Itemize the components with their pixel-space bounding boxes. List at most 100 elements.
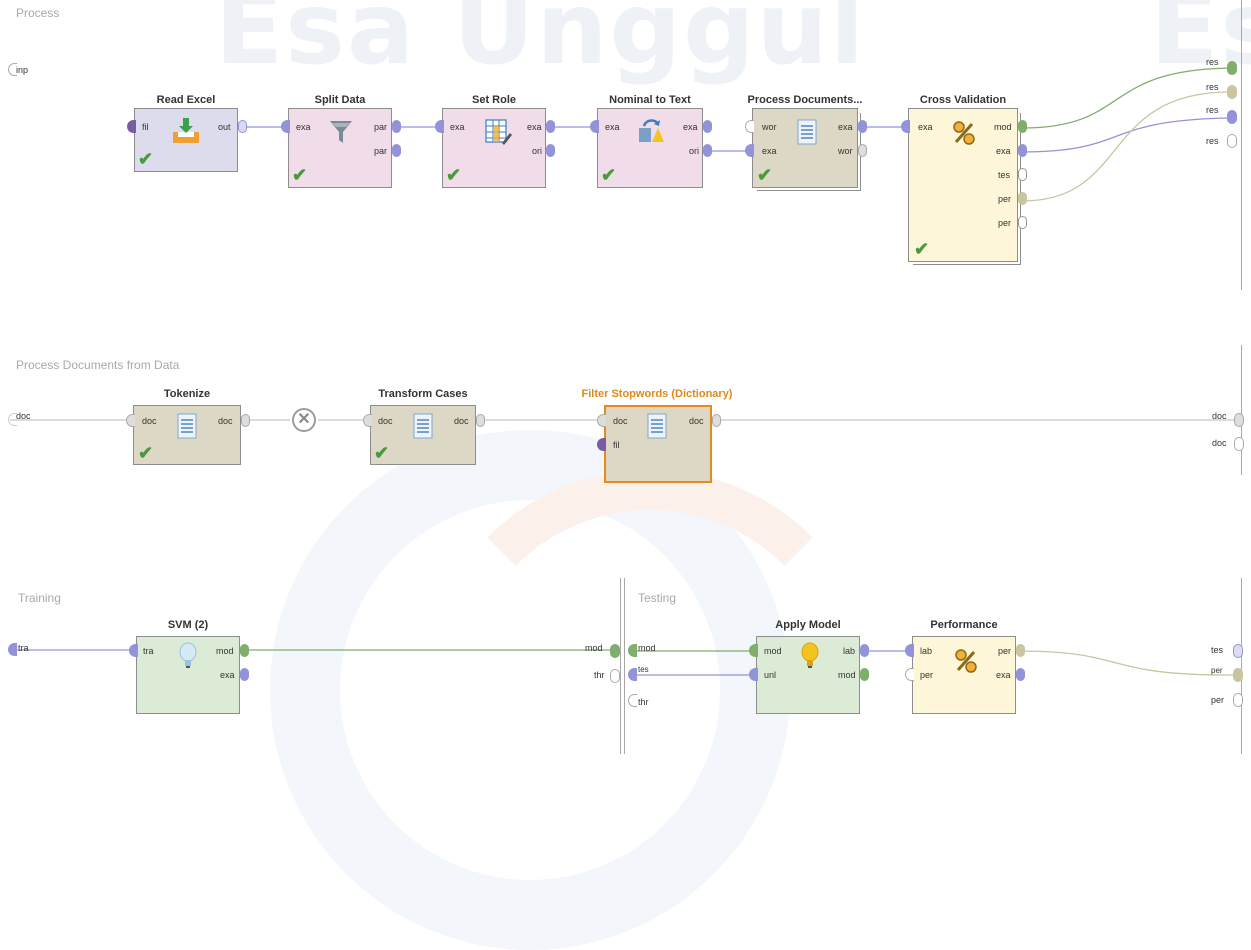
operator-performance[interactable]	[912, 636, 1016, 714]
port-svm-exa[interactable]	[240, 668, 249, 681]
port-tokenize-doc[interactable]	[126, 414, 135, 427]
port-process-documents-wor-out[interactable]	[858, 144, 867, 157]
port-label: par	[374, 122, 388, 132]
port-filter-stopwords-doc-out[interactable]	[712, 414, 721, 427]
testing-input-port-label: mod	[638, 643, 656, 653]
port-apply-model-mod[interactable]	[749, 644, 758, 657]
port-cross-validation-per-2[interactable]	[1018, 216, 1027, 229]
port-cross-validation-tes[interactable]	[1018, 168, 1027, 181]
port-label: exa	[683, 122, 698, 132]
training-input-port[interactable]	[8, 643, 17, 656]
training-output-port-mod[interactable]	[610, 644, 620, 658]
port-label: ori	[532, 146, 543, 156]
port-label: exa	[918, 122, 933, 132]
port-transform-cases-doc[interactable]	[363, 414, 372, 427]
result-port-label: res	[1206, 57, 1219, 67]
port-label: exa	[762, 146, 777, 156]
port-process-documents-exa-out[interactable]	[858, 120, 867, 133]
port-process-documents-exa[interactable]	[745, 144, 754, 157]
result-port-1[interactable]	[1227, 61, 1237, 75]
port-nominal-to-text-exa-out[interactable]	[703, 120, 712, 133]
testing-input-port-thr[interactable]	[628, 694, 637, 707]
subprocess-input-port-label: doc	[16, 411, 31, 421]
port-nominal-to-text-exa[interactable]	[590, 120, 599, 133]
training-testing-divider	[620, 578, 621, 754]
port-filter-stopwords-fil[interactable]	[597, 438, 606, 451]
port-label: exa	[605, 122, 620, 132]
subprocess-input-port[interactable]	[8, 413, 17, 426]
operator-title-cross-validation: Cross Validation	[919, 94, 1007, 106]
port-performance-per[interactable]	[905, 668, 914, 681]
operator-title-read-excel: Read Excel	[156, 94, 216, 106]
port-set-role-exa[interactable]	[435, 120, 444, 133]
testing-label: Testing	[638, 591, 677, 605]
port-apply-model-mod-out[interactable]	[860, 668, 869, 681]
operator-title-filter-stopwords: Filter Stopwords (Dictionary)	[581, 388, 733, 400]
port-performance-per-out[interactable]	[1016, 644, 1025, 657]
port-label: exa	[296, 122, 311, 132]
result-port-2[interactable]	[1227, 85, 1237, 99]
port-apply-model-lab[interactable]	[860, 644, 869, 657]
status-check-icon: ✔	[374, 443, 390, 463]
port-set-role-ori[interactable]	[546, 144, 555, 157]
testing-input-port-mod[interactable]	[628, 644, 637, 657]
port-svm-tra[interactable]	[129, 644, 138, 657]
status-check-icon: ✔	[138, 149, 154, 169]
result-port-3[interactable]	[1227, 110, 1237, 124]
port-cross-validation-exa[interactable]	[901, 120, 910, 133]
operator-title-svm: SVM (2)	[167, 619, 209, 631]
testing-output-port-tes[interactable]	[1233, 644, 1243, 658]
status-check-icon: ✔	[138, 443, 154, 463]
port-process-documents-wor[interactable]	[745, 120, 754, 133]
training-testing-divider	[624, 578, 625, 754]
operator-filter-stopwords[interactable]	[604, 405, 712, 483]
port-transform-cases-doc-out[interactable]	[476, 414, 485, 427]
operator-title-transform-cases: Transform Cases	[378, 388, 468, 400]
process-label: Process	[16, 6, 60, 20]
operator-title-apply-model: Apply Model	[775, 619, 841, 631]
port-split-data-par-1[interactable]	[392, 120, 401, 133]
subprocess-label: Process Documents from Data	[16, 358, 180, 372]
port-cross-validation-per-1[interactable]	[1018, 192, 1027, 205]
port-apply-model-unl[interactable]	[749, 668, 758, 681]
port-split-data-exa[interactable]	[281, 120, 290, 133]
port-svm-mod[interactable]	[240, 644, 249, 657]
testing-output-port-label: tes	[1211, 645, 1224, 655]
process-input-port[interactable]	[8, 63, 17, 76]
result-port-label: doc	[1212, 411, 1227, 421]
port-performance-lab[interactable]	[905, 644, 914, 657]
port-label: exa	[996, 146, 1011, 156]
document-icon	[413, 413, 433, 439]
port-split-data-par-2[interactable]	[392, 144, 401, 157]
convert-icon	[639, 119, 664, 142]
port-label: doc	[378, 416, 393, 426]
result-port-4[interactable]	[1227, 134, 1237, 148]
subprocess-output-port-2[interactable]	[1234, 437, 1244, 451]
port-filter-stopwords-doc[interactable]	[597, 414, 606, 427]
testing-input-port-tes[interactable]	[628, 668, 637, 681]
status-check-icon: ✔	[292, 165, 308, 185]
port-cross-validation-mod[interactable]	[1018, 120, 1027, 133]
operator-cross-validation[interactable]	[908, 108, 1018, 262]
testing-right-border	[1241, 578, 1242, 754]
port-cross-validation-exa-out[interactable]	[1018, 144, 1027, 157]
operator-title-tokenize: Tokenize	[163, 388, 211, 400]
port-label: fil	[613, 440, 620, 450]
port-label: doc	[613, 416, 628, 426]
testing-output-port-per-1[interactable]	[1233, 668, 1243, 682]
port-tokenize-doc-out[interactable]	[241, 414, 250, 427]
port-read-excel-out[interactable]	[238, 120, 247, 133]
port-label: doc	[142, 416, 157, 426]
port-nominal-to-text-ori[interactable]	[703, 144, 712, 157]
port-set-role-exa-out[interactable]	[546, 120, 555, 133]
disconnect-icon[interactable]: ✕	[292, 408, 316, 432]
testing-output-port-per-2[interactable]	[1233, 693, 1243, 707]
funnel-icon	[330, 121, 352, 143]
port-label: tes	[998, 170, 1011, 180]
training-output-port-thr[interactable]	[610, 669, 620, 683]
subprocess-output-port-1[interactable]	[1234, 413, 1244, 427]
port-label: fil	[142, 122, 149, 132]
port-read-excel-fil[interactable]	[127, 120, 136, 133]
port-performance-exa[interactable]	[1016, 668, 1025, 681]
result-port-label: res	[1206, 105, 1219, 115]
